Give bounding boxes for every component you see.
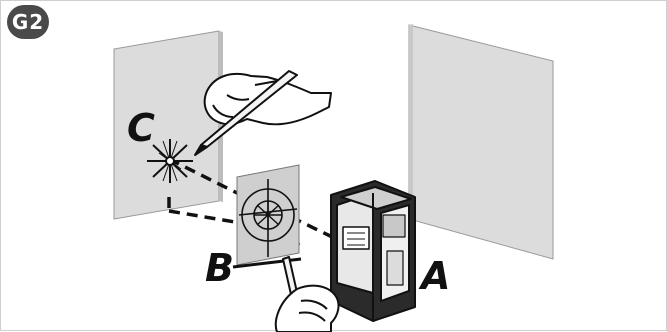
laser-burst-icon: [147, 139, 193, 183]
figure-badge: G2: [7, 5, 49, 39]
cross-line-laser-device: [330, 180, 416, 322]
hand-holding-target-icon: [274, 256, 340, 332]
callout-label-b: B: [205, 246, 234, 290]
callout-label-c: C: [127, 106, 155, 150]
crosshair-target-icon: [232, 164, 302, 269]
hand-marking-icon: [194, 70, 332, 156]
right-wall: [408, 24, 554, 260]
callout-label-a: A: [421, 254, 451, 298]
